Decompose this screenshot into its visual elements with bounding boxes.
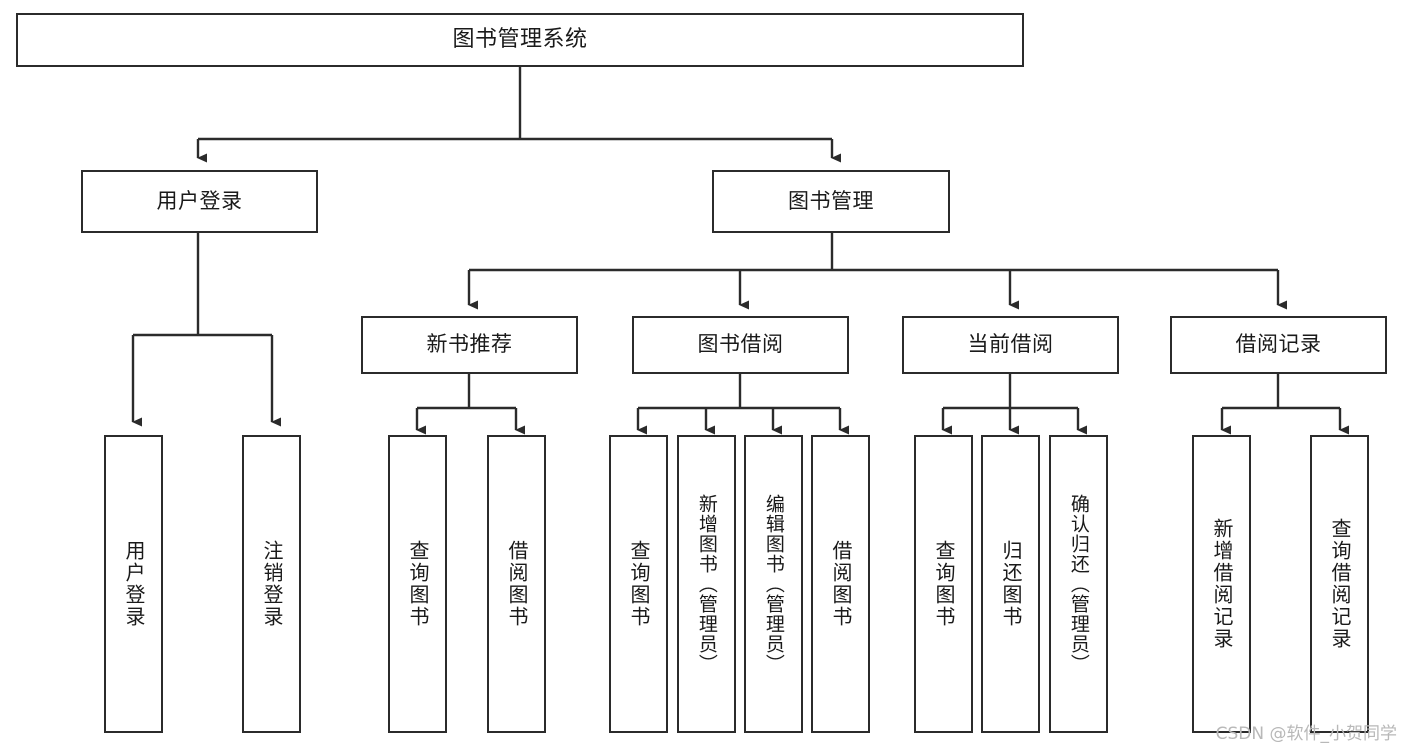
node-label: 确认归还（管理员）: [1067, 494, 1090, 674]
node-label: 查询图书: [932, 540, 956, 628]
node-label: 查询借阅记录: [1328, 518, 1352, 650]
node-borrow-records[interactable]: 借阅记录: [1170, 316, 1387, 374]
leaf-borrow-book[interactable]: 借阅图书: [811, 435, 870, 733]
csdn-watermark: CSDN @软件_小贺同学: [1215, 724, 1397, 744]
node-label: 注销登录: [260, 540, 284, 628]
node-label: 新增借阅记录: [1210, 518, 1234, 650]
node-label: 图书管理: [788, 188, 874, 213]
leaf-confirm-return-admin[interactable]: 确认归还（管理员）: [1049, 435, 1108, 733]
node-label: 编辑图书（管理员）: [762, 494, 785, 674]
leaf-query-book-borrow[interactable]: 查询图书: [609, 435, 668, 733]
node-label: 借阅记录: [1235, 332, 1322, 357]
node-label: 查询图书: [627, 540, 651, 628]
node-label: 归还图书: [999, 540, 1023, 628]
node-label: 图书借阅: [697, 332, 784, 357]
node-label: 借阅图书: [829, 540, 853, 628]
node-label: 新书推荐: [426, 332, 513, 357]
leaf-add-book-admin[interactable]: 新增图书（管理员）: [677, 435, 736, 733]
node-root-system[interactable]: 图书管理系统: [16, 13, 1024, 67]
node-label: 用户登录: [156, 188, 243, 213]
node-label: 图书管理系统: [452, 26, 588, 52]
node-book-management[interactable]: 图书管理: [712, 170, 950, 233]
node-book-borrow[interactable]: 图书借阅: [632, 316, 849, 374]
node-user-login[interactable]: 用户登录: [81, 170, 318, 233]
leaf-edit-book-admin[interactable]: 编辑图书（管理员）: [744, 435, 803, 733]
leaf-user-login[interactable]: 用户登录: [104, 435, 163, 733]
leaf-query-book-current[interactable]: 查询图书: [914, 435, 973, 733]
leaf-logout[interactable]: 注销登录: [242, 435, 301, 733]
node-new-book-recommend[interactable]: 新书推荐: [361, 316, 578, 374]
node-label: 当前借阅: [967, 332, 1054, 357]
node-label: 查询图书: [406, 540, 430, 628]
node-current-borrow[interactable]: 当前借阅: [902, 316, 1119, 374]
node-label: 借阅图书: [505, 540, 529, 628]
leaf-query-book-recommend[interactable]: 查询图书: [388, 435, 447, 733]
node-label: 用户登录: [122, 540, 146, 628]
leaf-add-borrow-record[interactable]: 新增借阅记录: [1192, 435, 1251, 733]
node-label: 新增图书（管理员）: [695, 494, 718, 674]
leaf-query-borrow-record[interactable]: 查询借阅记录: [1310, 435, 1369, 733]
leaf-borrow-book-recommend[interactable]: 借阅图书: [487, 435, 546, 733]
leaf-return-book[interactable]: 归还图书: [981, 435, 1040, 733]
